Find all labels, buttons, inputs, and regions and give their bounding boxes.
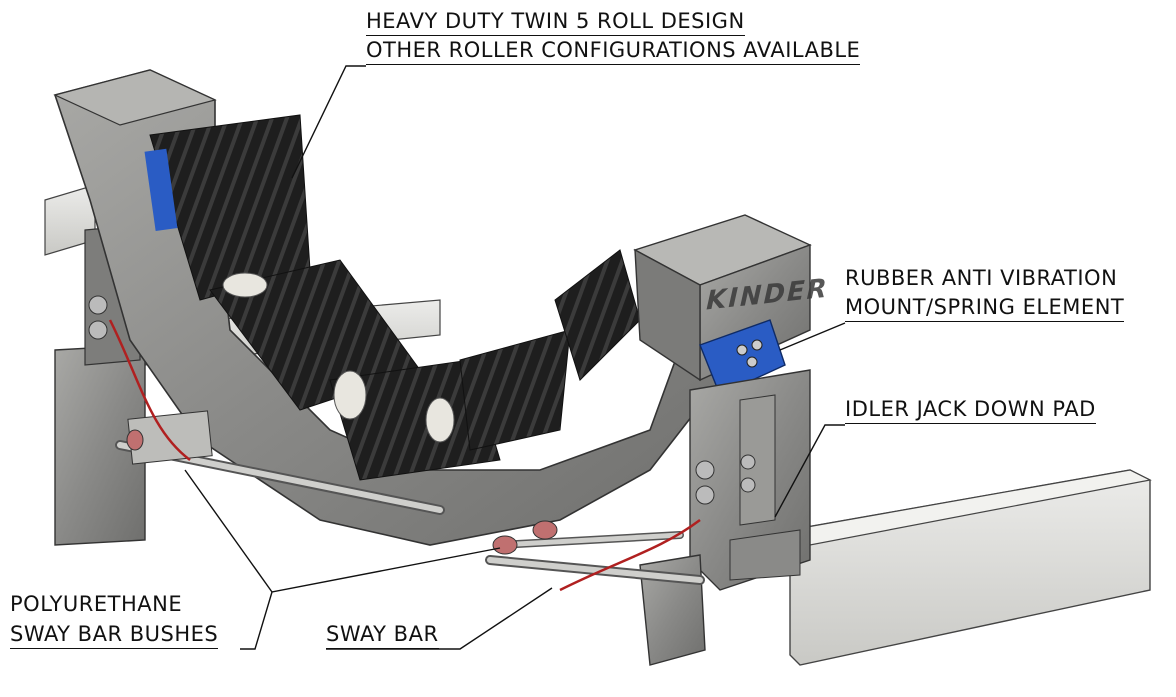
- label-polyurethane: POLYURETHANE: [10, 592, 183, 616]
- label-rubber-line1: RUBBER ANTI VIBRATION: [845, 266, 1118, 290]
- leader-lines: [184, 65, 846, 650]
- label-sway-bar: SWAY BAR: [326, 621, 439, 649]
- label-heavy-duty: HEAVY DUTY TWIN 5 ROLL DESIGN: [366, 8, 745, 36]
- label-rubber-line2: MOUNT/SPRING ELEMENT: [845, 294, 1125, 322]
- sway-bar-assembly: [108, 319, 705, 592]
- roller-set: [144, 114, 641, 481]
- rubber-mount: [699, 319, 786, 396]
- label-other-configurations: OTHER ROLLER CONFIGURATIONS AVAILABLE: [366, 37, 861, 65]
- label-sway-bar-bushes: SWAY BAR BUSHES: [10, 621, 219, 649]
- label-idler-jack-down-pad: IDLER JACK DOWN PAD: [845, 396, 1096, 424]
- right-support-beam: [788, 469, 1152, 666]
- left-leg: [54, 224, 146, 546]
